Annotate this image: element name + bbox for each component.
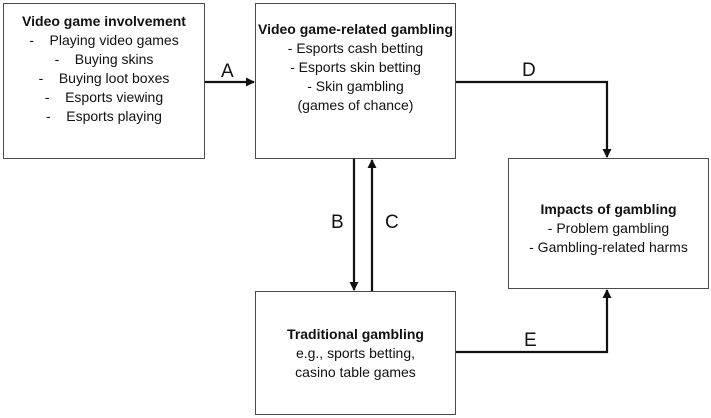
involvement-item: - Esports playing: [46, 108, 162, 124]
video-game-related-gambling-title: Video game-related gambling: [257, 21, 453, 37]
traditional-gambling-description: e.g., sports betting, casino table games: [295, 345, 416, 380]
vgg-item: - Skin gambling: [307, 78, 404, 94]
arrow-e: [456, 289, 612, 354]
vgg-item: - Esports cash betting: [287, 40, 424, 56]
arrow-e-label: E: [524, 330, 537, 351]
vgg-item: (games of chance): [297, 97, 414, 113]
involvement-item: - Playing video games: [29, 32, 179, 48]
arrow-d-label: D: [522, 60, 536, 81]
arrow-b-label: B: [331, 212, 344, 233]
traditional-gambling-title: Traditional gambling: [287, 326, 424, 342]
arrow-d: [456, 80, 612, 158]
traditional-gambling-box: Traditional gambling e.g., sports bettin…: [255, 291, 456, 415]
video-game-related-gambling-box: Video game-related gambling - Esports ca…: [255, 3, 456, 159]
impacts-item: - Gambling-related harms: [529, 239, 688, 255]
video-game-involvement-title: Video game involvement: [22, 13, 186, 29]
arrow-a-label: A: [221, 61, 234, 82]
impacts-of-gambling-box: Impacts of gambling - Problem gambling -…: [508, 158, 709, 289]
involvement-item: - Buying loot boxes: [38, 70, 170, 86]
impacts-of-gambling-title: Impacts of gambling: [540, 201, 677, 217]
involvement-item: - Esports viewing: [44, 89, 164, 105]
impacts-item: - Problem gambling: [547, 220, 670, 236]
vgg-item: - Esports skin betting: [290, 59, 421, 75]
arrow-c-label: C: [385, 212, 399, 233]
video-game-involvement-box: Video game involvement - Playing video g…: [3, 3, 205, 159]
involvement-item: - Buying skins: [54, 51, 154, 67]
